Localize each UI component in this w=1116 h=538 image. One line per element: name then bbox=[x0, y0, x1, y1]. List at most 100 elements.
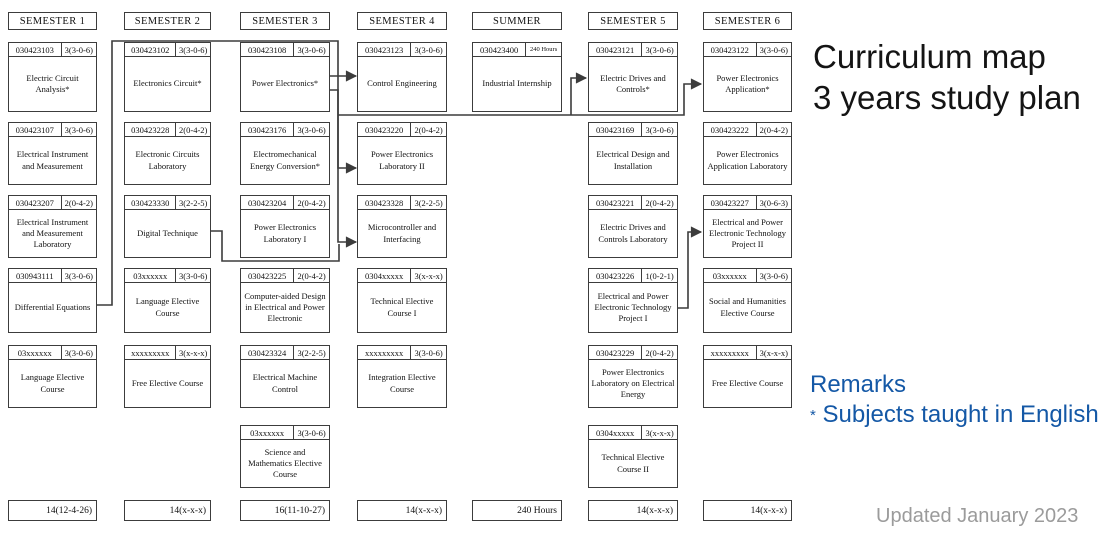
semester-header: SEMESTER 5 bbox=[588, 12, 678, 30]
course-name: Electric Circuit Analysis* bbox=[26, 72, 79, 94]
course-credits: 2(0-4-2) bbox=[179, 124, 208, 135]
course-name: Free Elective Course bbox=[131, 377, 204, 388]
course-name: Electric Drives and Controls Laboratory bbox=[598, 222, 668, 244]
course-name: Electrical Design and Installation bbox=[596, 149, 670, 171]
semester-total-credits: 14(12-4-26) bbox=[8, 500, 97, 521]
course-name: Electrical Instrument and Measurement bbox=[16, 149, 89, 171]
prerequisite-connector bbox=[678, 226, 703, 309]
remarks-block: Remarks * Subjects taught in English bbox=[810, 370, 1099, 431]
course-code: 030943111 bbox=[9, 269, 62, 282]
course-credits: 3(3-0-6) bbox=[179, 270, 208, 281]
course-name: Differential Equations bbox=[14, 301, 91, 312]
course-credits: 3(3-0-6) bbox=[414, 44, 443, 55]
updated-date-label: Updated January 2023 bbox=[876, 505, 1079, 527]
course-credits: 3(3-0-6) bbox=[645, 124, 674, 135]
course-name: Power Electronics Laboratory II bbox=[370, 149, 434, 171]
course-code: 030423121 bbox=[589, 43, 643, 56]
semester-header: SEMESTER 2 bbox=[124, 12, 211, 30]
course-name: Technical Elective Course II bbox=[601, 452, 665, 474]
course-code: 030423328 bbox=[358, 196, 412, 209]
course-credits: 3(3-0-6) bbox=[179, 44, 208, 55]
course-credits: 2(0-4-2) bbox=[414, 124, 443, 135]
course-credits: 2(0-4-2) bbox=[645, 347, 674, 358]
course-name: Electronics Circuit* bbox=[133, 78, 202, 89]
course-code: 030423225 bbox=[241, 269, 295, 282]
semester-total-credits: 14(x-x-x) bbox=[357, 500, 447, 521]
semester-total-credits: 16(11-10-27) bbox=[240, 500, 330, 521]
semester-total-credits: 240 Hours bbox=[472, 500, 562, 521]
semester-total-credits: 14(x-x-x) bbox=[703, 500, 792, 521]
course-name: Microcontroller and Interfacing bbox=[367, 222, 437, 244]
course-credits: 2(0-4-2) bbox=[759, 124, 788, 135]
course-credits: 3(3-0-6) bbox=[297, 427, 326, 438]
course-credits: 3(2-2-5) bbox=[297, 347, 326, 358]
course-name: Digital Technique bbox=[137, 227, 198, 238]
course-credits: 3(3-0-6) bbox=[297, 44, 326, 55]
course-code: 030423330 bbox=[125, 196, 177, 209]
course-code: 0304xxxxx bbox=[589, 426, 643, 439]
course-code: 030423228 bbox=[125, 123, 177, 136]
course-code: 0304xxxxx bbox=[358, 269, 412, 282]
semester-header: SEMESTER 4 bbox=[357, 12, 447, 30]
course-credits: 3(x-x-x) bbox=[645, 427, 674, 438]
course-credits: 3(3-0-6) bbox=[759, 44, 788, 55]
course-name: Power Electronics* bbox=[251, 78, 319, 89]
course-credits: 3(2-2-5) bbox=[414, 197, 443, 208]
course-credits: 3(x-x-x) bbox=[179, 347, 208, 358]
course-credits: 3(3-0-6) bbox=[64, 124, 93, 135]
course-credits: 3(3-0-6) bbox=[297, 124, 326, 135]
course-code: 030423103 bbox=[9, 43, 62, 56]
course-credits: 2(0-4-2) bbox=[64, 197, 93, 208]
course-code: 030423229 bbox=[589, 346, 643, 359]
course-credits: 2(0-4-2) bbox=[297, 270, 326, 281]
course-name: Electromechanical Energy Conversion* bbox=[250, 149, 320, 171]
course-name: Language Elective Course bbox=[135, 296, 200, 318]
course-code: 030423108 bbox=[241, 43, 295, 56]
prerequisite-connector bbox=[570, 72, 588, 115]
course-name: Electrical and Power Electronic Technolo… bbox=[594, 290, 672, 324]
semester-header: SUMMER bbox=[472, 12, 562, 30]
course-code: 030423122 bbox=[704, 43, 757, 56]
remarks-note-text: Subjects taught in English bbox=[822, 401, 1099, 428]
semester-total-credits: 14(x-x-x) bbox=[588, 500, 678, 521]
course-code: 030423324 bbox=[241, 346, 295, 359]
course-name: Electrical and Power Electronic Technolo… bbox=[709, 216, 786, 250]
